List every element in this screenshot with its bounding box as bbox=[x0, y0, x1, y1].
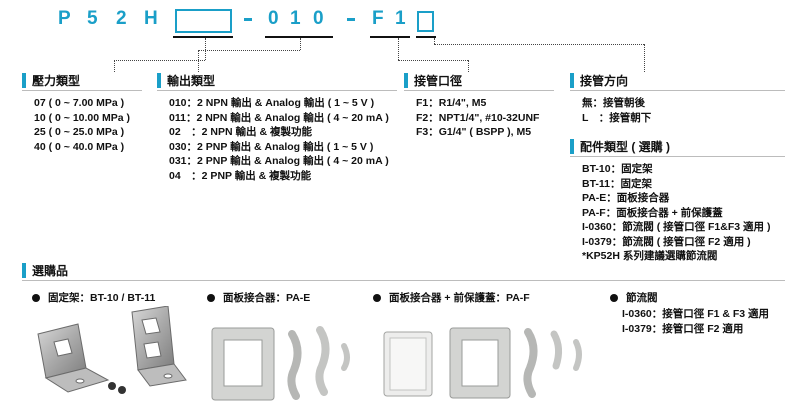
port-size-list: F1：R1/4", M5 F2：NPT1/4", #10-32UNF F3：G1… bbox=[416, 96, 539, 140]
underline-output bbox=[265, 36, 333, 38]
pressure-type-title-text: 壓力類型 bbox=[32, 74, 81, 88]
section-rule bbox=[404, 90, 554, 91]
list-item: I-0360：節流閥 ( 接管口徑 F1&F3 適用 ) bbox=[582, 221, 771, 233]
pressure-type-placeholder-box bbox=[175, 9, 232, 33]
panel-adapter-pa-e-image bbox=[211, 326, 350, 401]
code-char: 1 bbox=[395, 8, 406, 29]
port-size-title-text: 接管口徑 bbox=[414, 74, 463, 88]
list-item: 25 ( 0 ~ 25.0 MPa ) bbox=[34, 126, 125, 138]
list-item: I-0379：接管口徑 F2 適用 bbox=[622, 322, 744, 335]
output-type-title: 輸出類型 bbox=[157, 72, 215, 89]
section-bar bbox=[570, 139, 574, 154]
section-rule bbox=[157, 90, 397, 91]
list-item: 011：2 NPN 輸出 & Analog 輸出 ( 4 ~ 20 mA ) bbox=[169, 111, 389, 124]
list-item: *KP52H 系列建議選購節流閥 bbox=[582, 250, 718, 262]
list-item: F2：NPT1/4", #10-32UNF bbox=[416, 111, 540, 124]
pipe-direction-title: 接管方向 bbox=[570, 72, 628, 89]
section-rule bbox=[570, 156, 785, 157]
bullet-icon bbox=[32, 293, 40, 302]
list-item: 10 ( 0 ~ 10.00 MPa ) bbox=[34, 111, 131, 124]
port-size-title: 接管口徑 bbox=[404, 72, 462, 89]
output-type-title-text: 輸出類型 bbox=[167, 74, 216, 88]
list-item: 010：2 NPN 輸出 & Analog 輸出 ( 1 ~ 5 V ) bbox=[169, 97, 375, 109]
underline-pressure bbox=[173, 36, 233, 38]
accessory-type-list: BT-10：固定架 BT-11：固定架 PA-E：面板接合器 PA-F：面板接合… bbox=[582, 162, 770, 264]
code-char: F bbox=[372, 8, 384, 29]
code-char: 0 bbox=[268, 8, 279, 29]
section-rule bbox=[22, 280, 785, 281]
list-item: PA-E：面板接合器 bbox=[582, 192, 670, 204]
list-item: F3：G1/4" ( BSPP ), M5 bbox=[416, 126, 532, 138]
optional-items-title-text: 選購品 bbox=[32, 264, 69, 278]
panel-adapter-cover-pa-f-image bbox=[383, 327, 582, 399]
underline-option bbox=[416, 36, 436, 38]
list-item: L ：接管朝下 bbox=[582, 111, 652, 124]
pipe-direction-list: 無：接管朝後 L ：接管朝下 bbox=[582, 96, 651, 125]
code-char: 2 bbox=[116, 8, 127, 29]
accessory-bracket-label: 固定架：BT-10 / BT-11 bbox=[32, 290, 155, 305]
underline-port bbox=[370, 36, 410, 38]
optional-items-title: 選購品 bbox=[22, 262, 68, 279]
connector-line bbox=[398, 38, 399, 60]
list-item: 04 ：2 PNP 輸出 & 複製功能 bbox=[169, 169, 312, 182]
section-bar bbox=[157, 73, 161, 88]
list-item: I-0379：節流閥 ( 接管口徑 F2 適用 ) bbox=[582, 235, 751, 248]
accessory-throttle-valve-label: 節流閥 bbox=[610, 290, 658, 305]
connector-line bbox=[114, 60, 205, 61]
connector-line bbox=[205, 38, 206, 60]
section-rule bbox=[570, 90, 785, 91]
list-item: 030：2 PNP 輸出 & Analog 輸出 ( 1 ~ 5 V ) bbox=[169, 140, 374, 153]
accessory-panel-cover-label: 面板接合器 + 前保護蓋：PA-F bbox=[373, 290, 530, 305]
pipe-direction-title-text: 接管方向 bbox=[580, 74, 629, 88]
connector-line bbox=[198, 50, 300, 51]
accessory-label: 面板接合器 + 前保護蓋：PA-F bbox=[389, 292, 530, 304]
section-bar bbox=[22, 73, 26, 88]
code-char: 5 bbox=[87, 8, 98, 29]
list-item: 07 ( 0 ~ 7.00 MPa ) bbox=[34, 97, 125, 109]
pressure-type-title: 壓力類型 bbox=[22, 72, 80, 89]
section-bar bbox=[570, 73, 574, 88]
section-rule bbox=[22, 90, 142, 91]
bullet-icon bbox=[373, 293, 381, 302]
section-bar bbox=[404, 73, 408, 88]
connector-line bbox=[114, 60, 115, 72]
list-item: PA-F：面板接合器 + 前保護蓋 bbox=[582, 206, 723, 219]
accessory-label: 節流閥 bbox=[626, 292, 658, 304]
connector-line bbox=[468, 60, 469, 72]
list-item: 02 ：2 NPN 輸出 & 複製功能 bbox=[169, 126, 312, 138]
connector-line bbox=[644, 44, 645, 72]
connector-line bbox=[434, 44, 644, 45]
accessory-label: 面板接合器：PA-E bbox=[223, 292, 311, 304]
connector-line bbox=[198, 50, 199, 72]
code-dash bbox=[347, 18, 355, 21]
list-item: BT-10：固定架 bbox=[582, 163, 653, 175]
accessory-label: 固定架：BT-10 / BT-11 bbox=[48, 292, 156, 304]
code-char: 1 bbox=[290, 8, 301, 29]
throttle-valve-details: I-0360：接管口徑 F1 & F3 適用 I-0379：接管口徑 F2 適用 bbox=[622, 307, 769, 336]
section-bar bbox=[22, 263, 26, 278]
list-item: F1：R1/4", M5 bbox=[416, 97, 487, 109]
accessory-panel-adapter-label: 面板接合器：PA-E bbox=[207, 290, 310, 305]
code-char: P bbox=[58, 8, 71, 29]
connector-line bbox=[434, 38, 435, 44]
code-char: H bbox=[144, 8, 158, 29]
connector-line bbox=[398, 60, 468, 61]
accessory-type-title-text: 配件類型 ( 選購 ) bbox=[580, 140, 670, 154]
bullet-icon bbox=[207, 293, 215, 302]
bullet-icon bbox=[610, 293, 618, 302]
code-dash bbox=[244, 18, 252, 21]
pressure-type-list: 07 ( 0 ~ 7.00 MPa ) 10 ( 0 ~ 10.00 MPa )… bbox=[34, 96, 130, 154]
list-item: BT-11：固定架 bbox=[582, 177, 653, 190]
list-item: 無：接管朝後 bbox=[582, 97, 645, 109]
option-placeholder-box bbox=[417, 11, 434, 32]
list-item: 031：2 PNP 輸出 & Analog 輸出 ( 4 ~ 20 mA ) bbox=[169, 155, 389, 167]
accessory-type-title: 配件類型 ( 選購 ) bbox=[570, 138, 670, 155]
code-char: 0 bbox=[313, 8, 324, 29]
bracket-bt10-bt11-image bbox=[37, 306, 187, 394]
list-item: 40 ( 0 ~ 40.0 MPa ) bbox=[34, 140, 125, 153]
connector-line bbox=[300, 38, 301, 50]
list-item: I-0360：接管口徑 F1 & F3 適用 bbox=[622, 308, 770, 320]
output-type-list: 010：2 NPN 輸出 & Analog 輸出 ( 1 ~ 5 V ) 011… bbox=[169, 96, 389, 183]
